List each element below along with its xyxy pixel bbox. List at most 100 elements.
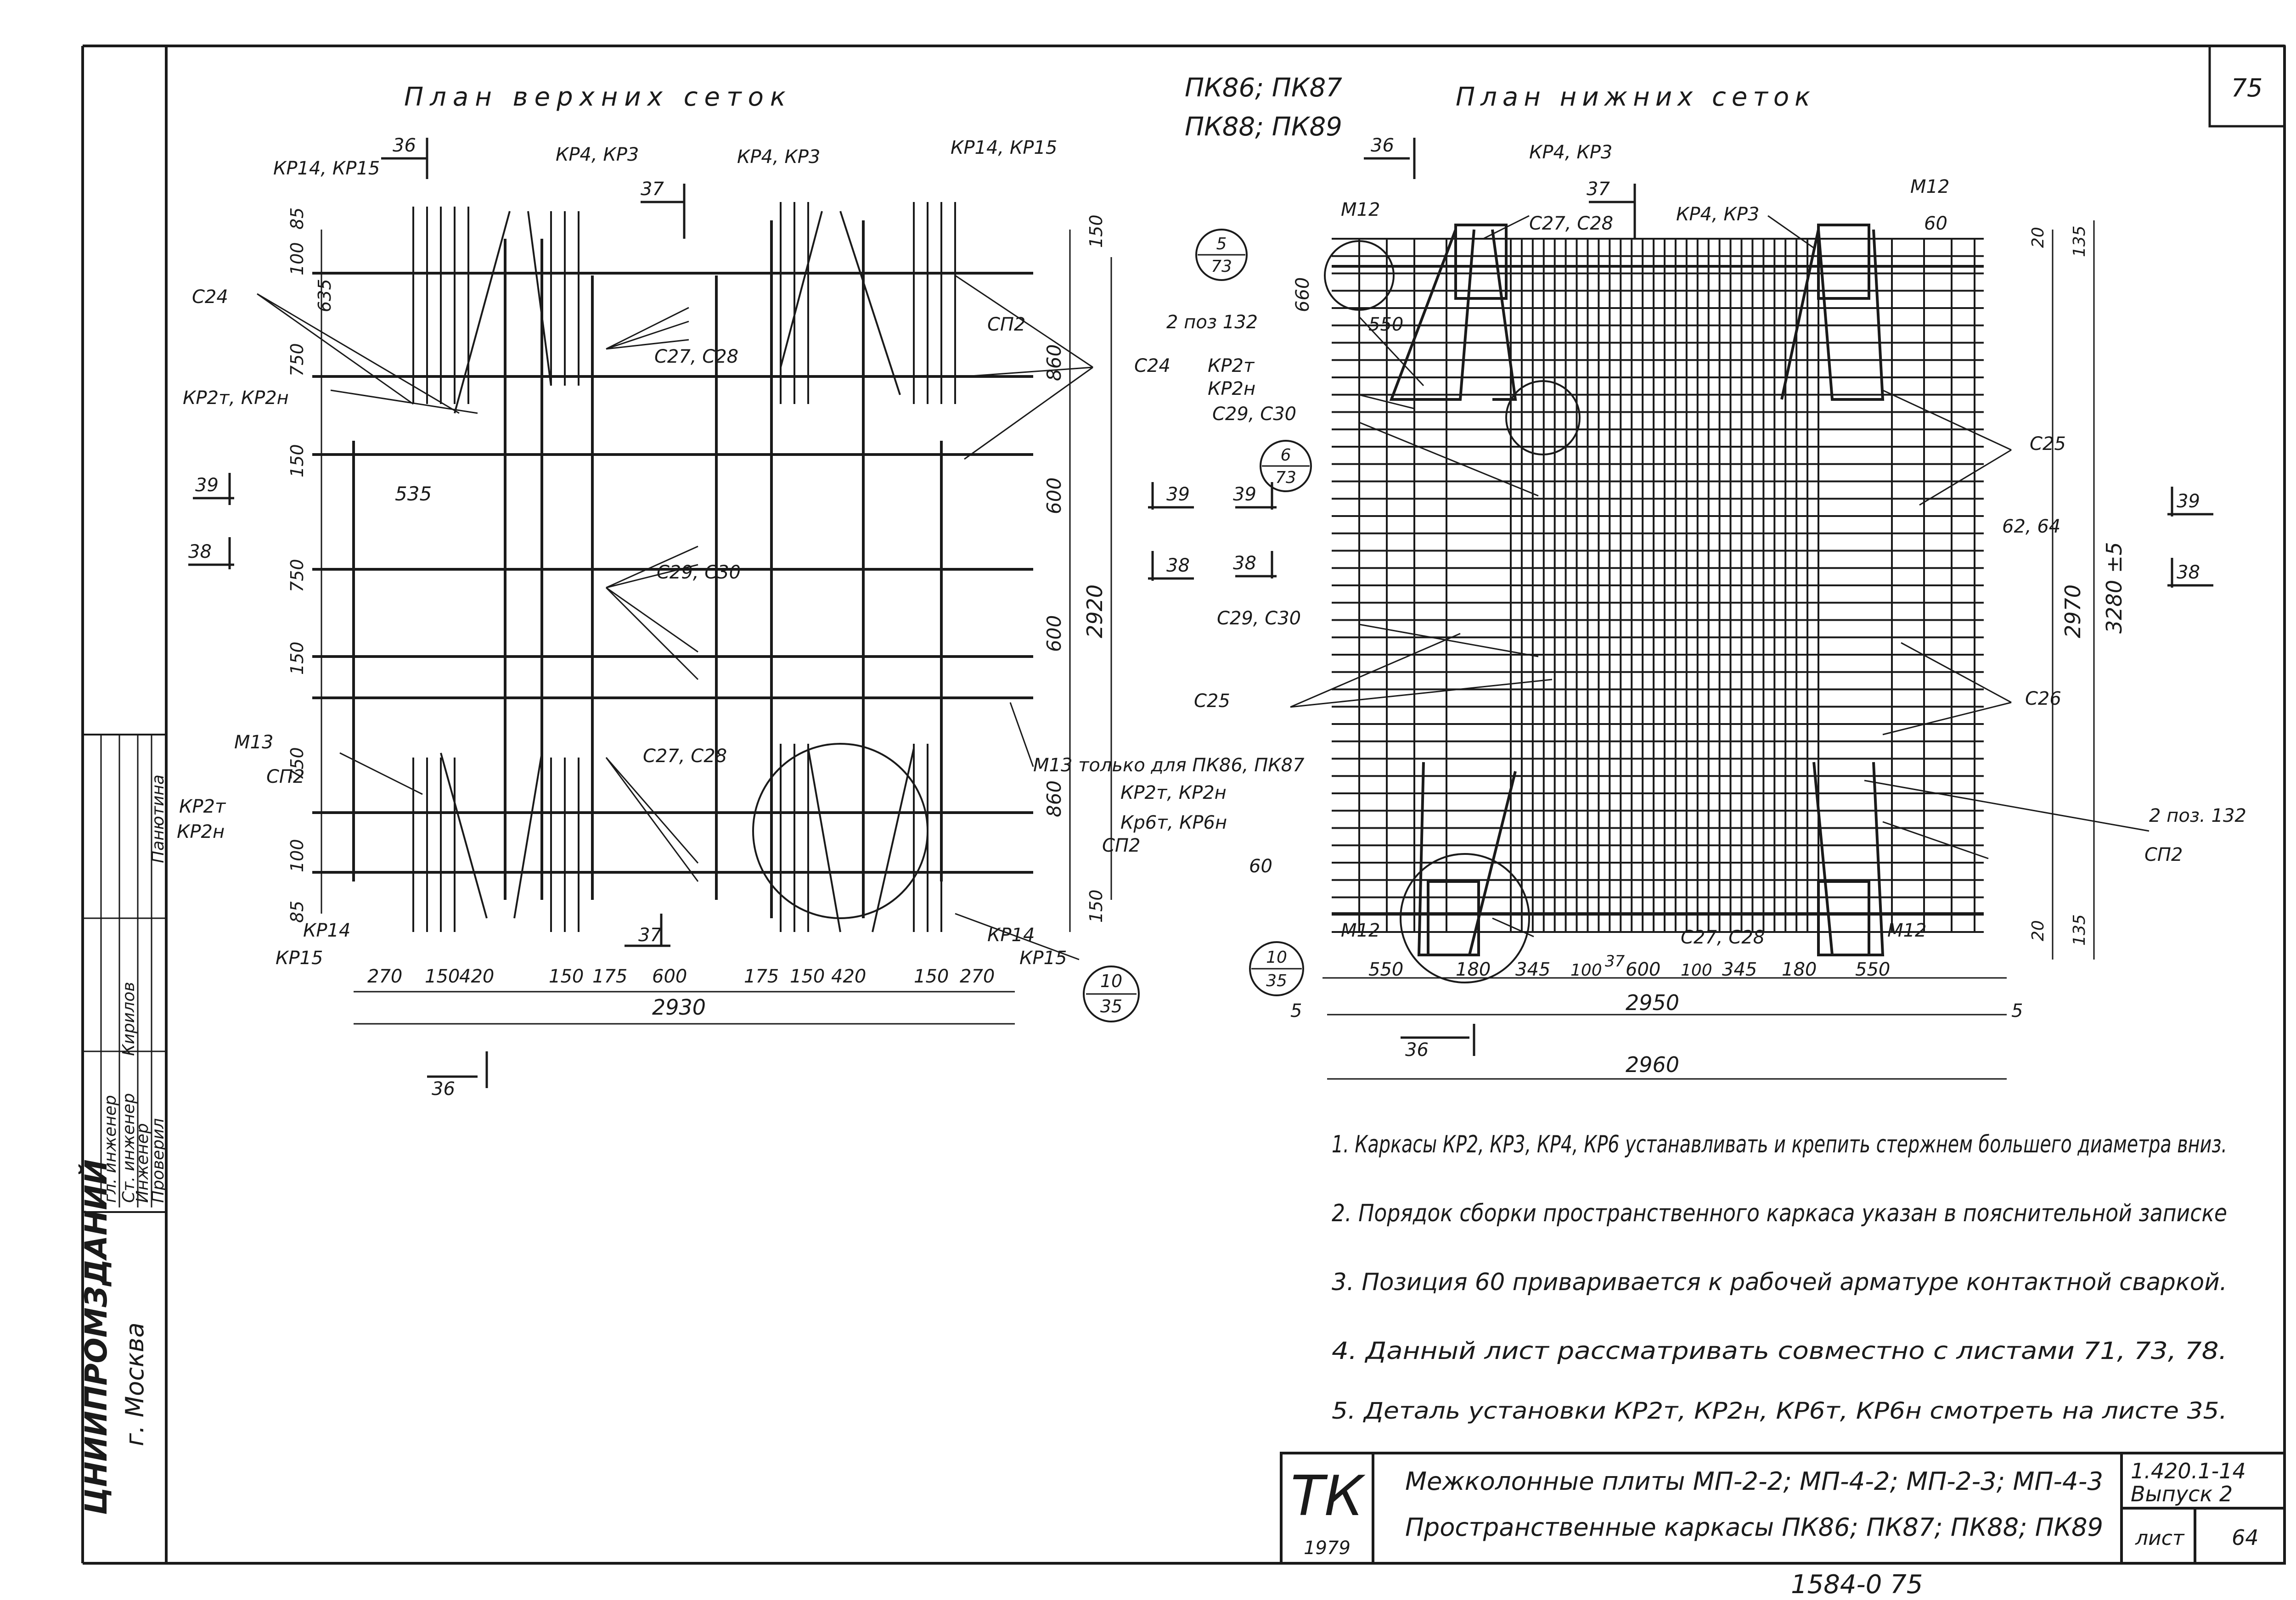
callout-den: 35 <box>1100 996 1122 1016</box>
top-label: М13 <box>234 732 273 753</box>
stamp-role-1: гл. инженер <box>101 1095 120 1203</box>
top-label: КР15 <box>1019 948 1067 969</box>
cut-mark: 37 <box>1605 952 1625 971</box>
stamp-name-1: Кирилов <box>119 982 138 1056</box>
top-left-dim: 150 <box>287 444 307 477</box>
top-left-dims: 100 85 635 750 150 535 750 150 750 100 8… <box>287 208 432 923</box>
bottom-plan-title: План нижних сеток <box>1456 82 1816 112</box>
bottom-label: С27, С28 <box>1681 927 1765 948</box>
bottom-total-dim: 5 <box>1290 1000 1302 1022</box>
cut-mark: 36 <box>432 1078 455 1100</box>
top-label: КР4, КР3 <box>737 146 820 168</box>
top-bottom-dim: 150 <box>790 966 825 987</box>
top-label: Кр6т, КР6н <box>1120 812 1227 833</box>
bottom-plan-mesh <box>1332 238 1984 933</box>
stamp-name-2: Панютина <box>149 775 168 863</box>
top-label: С27, С28 <box>654 346 738 367</box>
bottom-label: 2 поз 132 <box>1166 312 1258 333</box>
bottom-callout-6-73: 6 73 <box>1260 440 1312 492</box>
bottom-right-dim: 20 <box>2029 227 2048 248</box>
top-label: КР14 <box>303 920 350 941</box>
top-right-dim: 600 <box>1043 615 1065 652</box>
bottom-callout-5-73: 5 73 <box>1195 229 1248 281</box>
note-5: 5. Деталь установки КР2т, КР2н, КР6т, КР… <box>1332 1398 2227 1424</box>
bottom-plan-dim-lines <box>1322 220 2095 1080</box>
callout-num: 5 <box>1216 235 1227 253</box>
cut-mark: 36 <box>1371 135 1394 156</box>
title-block: ТК 1979 Межколонные плиты МП-2-2; МП-4-2… <box>1280 1452 2286 1565</box>
top-label: КР4, КР3 <box>556 144 639 165</box>
top-left-dim: 100 <box>287 839 307 872</box>
top-plan-mesh-blocks <box>412 202 956 932</box>
top-label: С29, С30 <box>657 562 741 583</box>
bottom-label: С26 <box>2025 688 2061 709</box>
title-sheet-label: лист <box>2135 1527 2185 1550</box>
top-left-dim: 635 <box>315 279 335 312</box>
top-bottom-dim: 270 <box>367 966 402 987</box>
header-mid-line1: ПК86; ПК87 <box>1185 73 1342 103</box>
callout-num: 10 <box>1266 948 1287 967</box>
sheet-number: 75 <box>2231 73 2263 102</box>
bottom-dim: 180 <box>1456 959 1491 980</box>
top-left-dim: 85 <box>287 208 307 230</box>
bottom-label: С27, С28 <box>1529 213 1613 234</box>
bottom-right-dim: 2970 <box>2060 584 2085 638</box>
bottom-total-dim: 2960 <box>1626 1052 1679 1077</box>
cut-mark: 36 <box>393 135 416 156</box>
title-line1: Межколонные плиты МП-2-2; МП-4-2; МП-2-3… <box>1405 1467 2103 1496</box>
bottom-label: М12 <box>1341 199 1380 220</box>
top-right-dim: 860 <box>1043 344 1065 381</box>
top-bottom-dims: 270 150 420 150 175 600 175 150 420 150 … <box>367 966 995 1020</box>
bottom-label: КР2т <box>1208 355 1255 376</box>
callout-num: 10 <box>1100 971 1122 991</box>
stamp-org: ЦНИИПРОМЗДАНИЙ <box>79 1159 114 1515</box>
bottom-label: 60 <box>1249 856 1272 877</box>
stamp-role-4: Проверил <box>149 1118 168 1203</box>
title-line2: Пространственные каркасы ПК86; ПК87; ПК8… <box>1405 1513 2103 1542</box>
top-label: КР15 <box>276 948 323 969</box>
callout-den: 73 <box>1275 468 1296 487</box>
bottom-label: КР4, КР3 <box>1529 142 1612 163</box>
top-bottom-dim: 600 <box>652 966 687 987</box>
top-label: КР14, КР15 <box>273 158 380 179</box>
top-detail-callout: 10 35 <box>1083 966 1140 1022</box>
top-bottom-dim: 150 <box>914 966 949 987</box>
bottom-label: СП2 <box>2144 844 2183 865</box>
bottom-dim: 600 <box>1626 959 1660 980</box>
title-issue: Выпуск 2 <box>2131 1482 2233 1506</box>
bottom-cut-marks: 36 37 39 38 39 38 37 36 <box>1233 135 2200 1061</box>
top-cut-arrows <box>188 138 1194 1088</box>
top-left-dim: 85 <box>287 901 307 923</box>
bottom-left-dim: 550 <box>1368 314 1403 335</box>
top-left-dim: 535 <box>395 483 432 505</box>
top-label: С24 <box>1134 355 1171 376</box>
stamp-role-2: Ст. инженер <box>119 1093 138 1203</box>
top-plan-leaders <box>257 275 1093 960</box>
cut-mark: 37 <box>638 925 662 946</box>
bottom-label: С29, С30 <box>1212 404 1296 425</box>
top-bottom-dim: 175 <box>592 966 627 987</box>
top-label: КР14 <box>987 925 1035 946</box>
bottom-right-dim: 135 <box>2070 225 2089 257</box>
top-right-dim: 150 <box>1086 889 1106 923</box>
callout-num: 6 <box>1281 446 1291 465</box>
top-label: КР2т <box>179 796 226 817</box>
cut-mark: 39 <box>1166 484 1190 505</box>
top-bottom-dim: 270 <box>960 966 995 987</box>
bottom-label: 62, 64 <box>2002 516 2060 537</box>
top-right-dim: 600 <box>1043 477 1065 514</box>
bottom-label: М12 <box>1341 920 1380 941</box>
top-left-dim: 750 <box>287 343 307 376</box>
top-right-dim: 150 <box>1086 214 1106 248</box>
cut-mark: 36 <box>1405 1039 1429 1061</box>
top-left-dim: 150 <box>287 641 307 675</box>
cut-mark: 38 <box>2177 562 2200 583</box>
bottom-plan-leaders <box>1290 215 2150 938</box>
bottom-bottom-dims: 550 180 345 100 600 100 345 180 550 5 29… <box>1290 959 2023 1077</box>
top-label: КР2т, КР2н <box>183 387 289 409</box>
bottom-label: М12 <box>1910 176 1949 197</box>
stamp-city: г. Москва <box>120 1322 149 1446</box>
bottom-label: С29, С30 <box>1217 608 1301 629</box>
